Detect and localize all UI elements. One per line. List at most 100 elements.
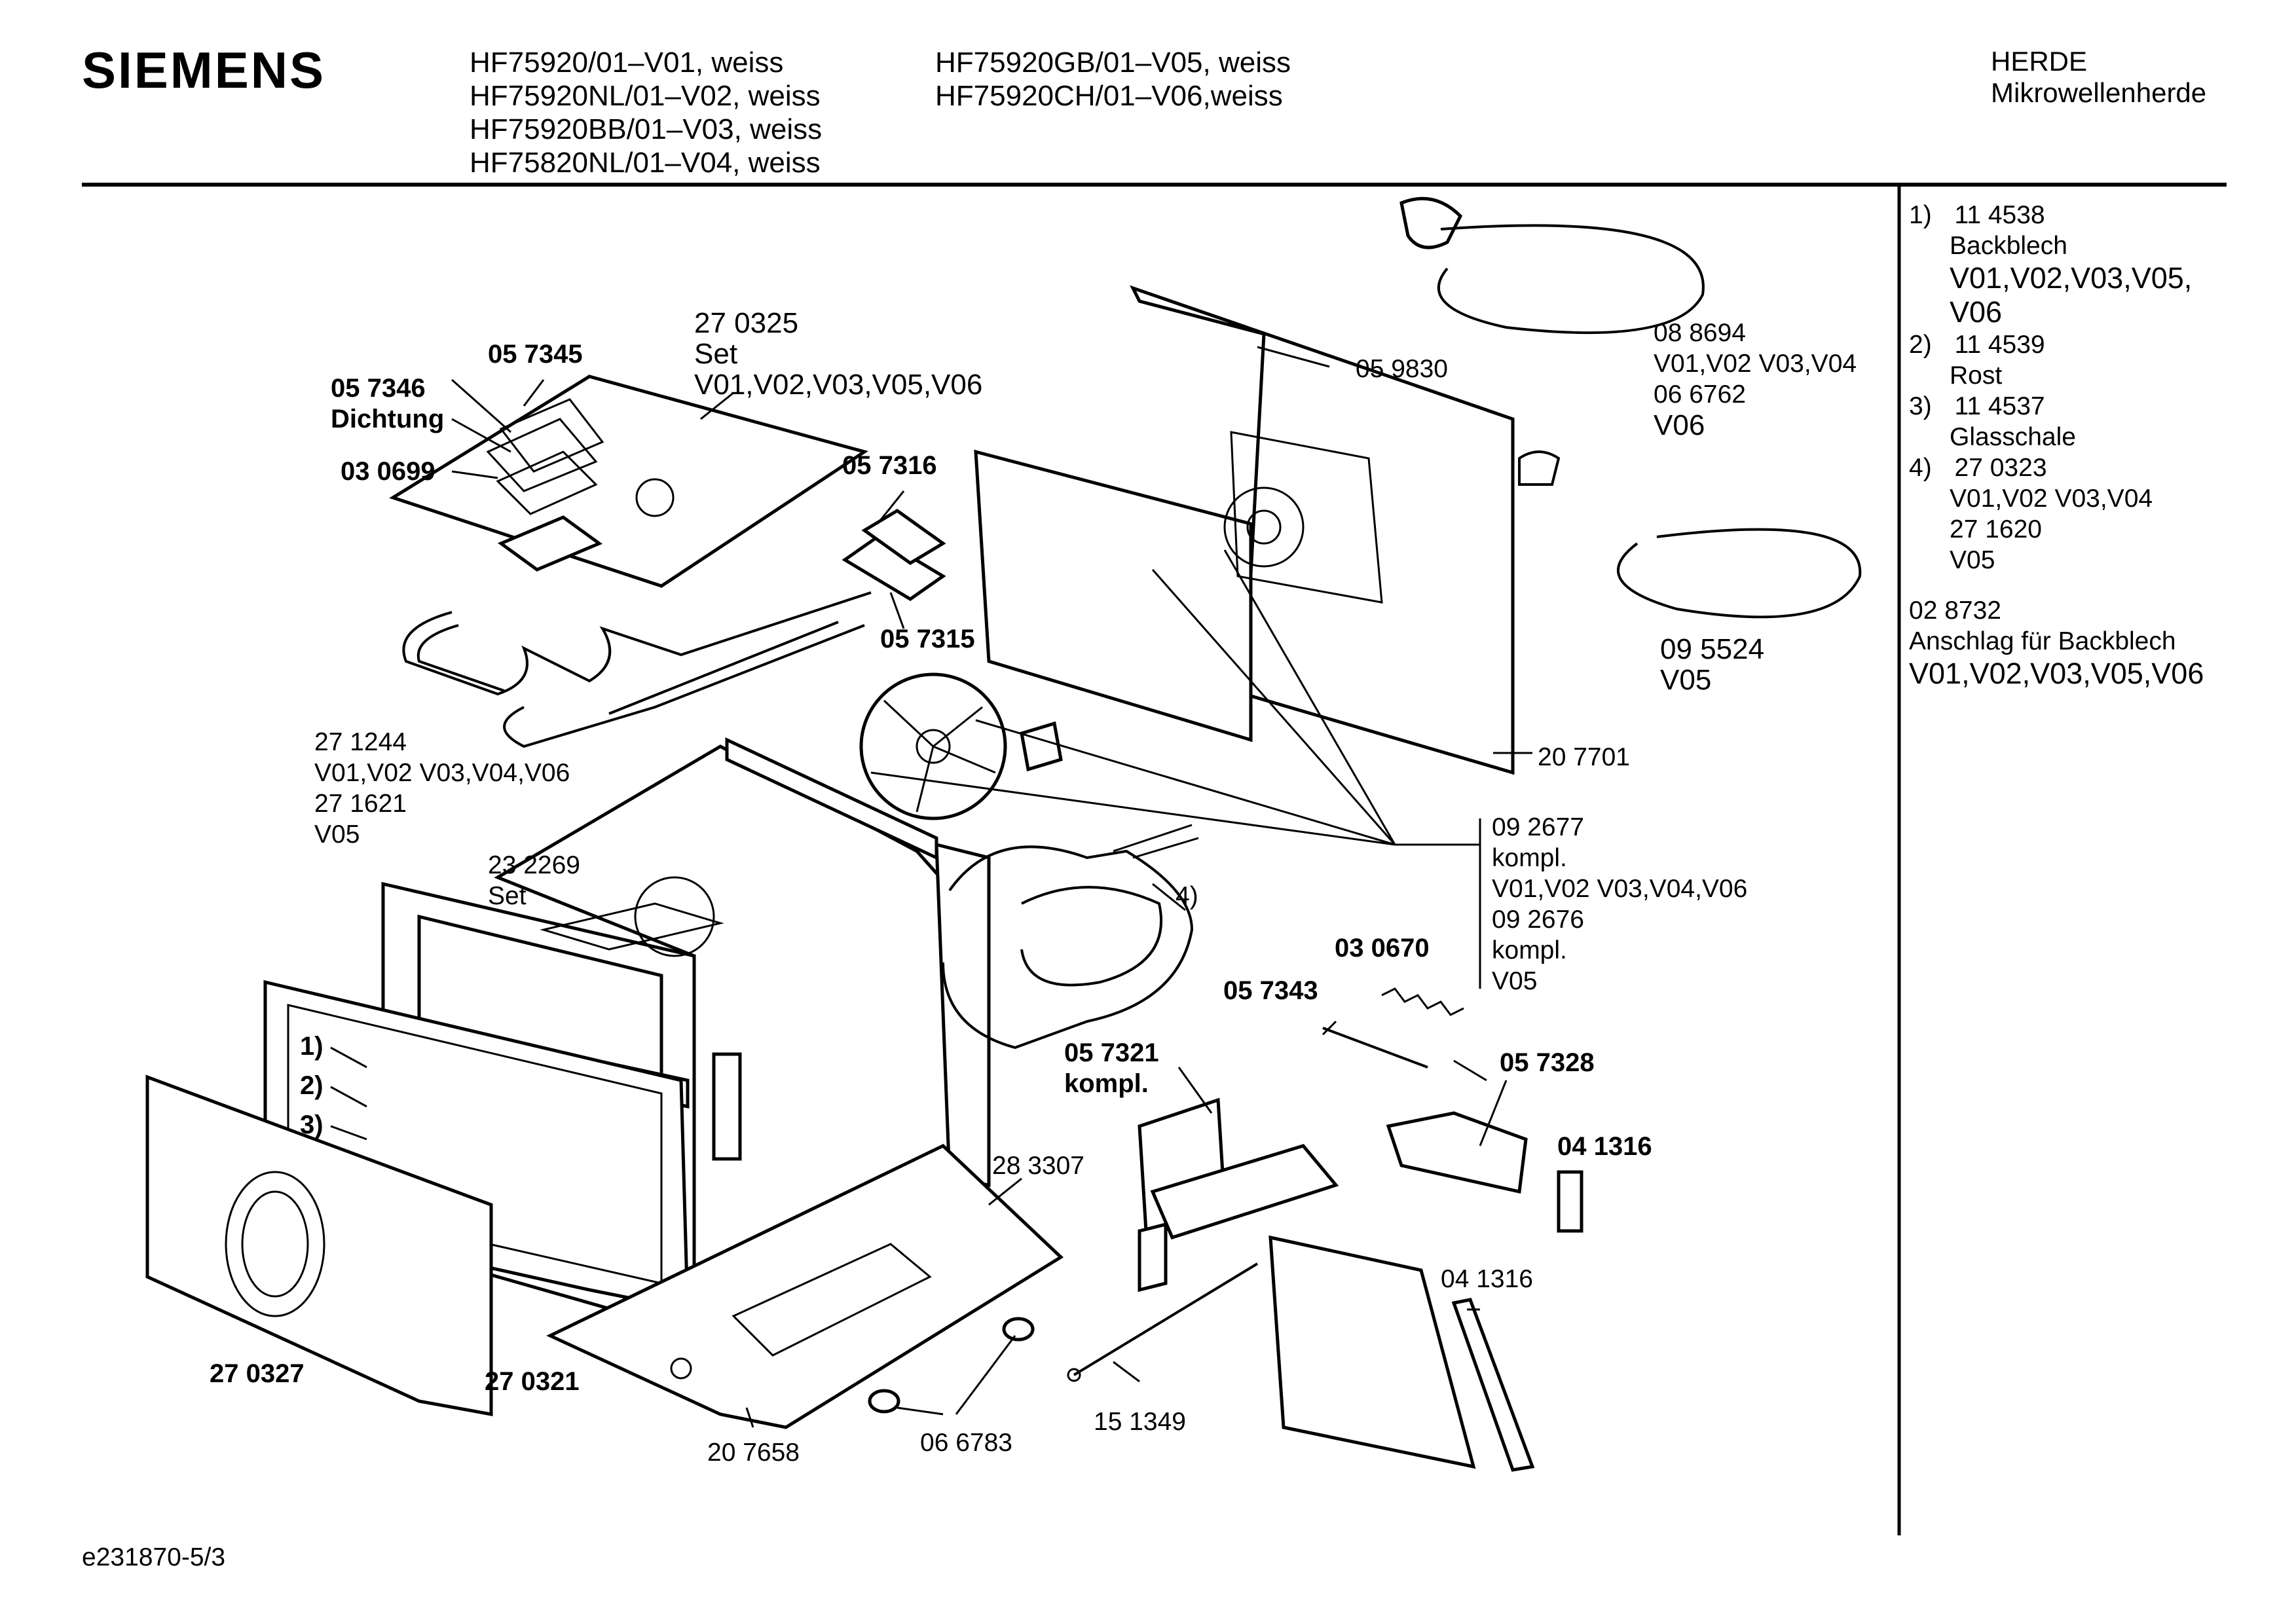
part-number: 09 5524 [1660, 633, 1765, 665]
label-041316-bold: 04 1316 [1557, 1132, 1652, 1161]
item-index: 2) [1909, 331, 1932, 359]
item-variants: V01,V02 V03,V04 [1950, 485, 2153, 513]
item-part-number: 11 4539 [1954, 331, 2045, 359]
part-number: 05 7346 [331, 374, 426, 403]
top-cover-part [389, 375, 868, 588]
label-088694: 08 8694 V01,V02 V03,V04 06 6762 V06 [1654, 318, 1857, 441]
label-207701: 20 7701 [1538, 743, 1630, 771]
part-number: 27 1244 [314, 728, 407, 756]
item-part-number: 11 4537 [1954, 392, 2045, 420]
label-057316: 05 7316 [842, 451, 937, 480]
fan-part [859, 672, 1063, 820]
side-item-1: 1) 11 4538 [1909, 200, 2204, 230]
item-name: Rost [1950, 361, 2003, 390]
convection-heater-part [942, 824, 1199, 1050]
label-059830: 05 9830 [1356, 355, 1448, 383]
cable-part [1617, 528, 1862, 619]
item-part-number: 27 0323 [1954, 454, 2047, 482]
part-number: 09 2677 [1492, 813, 1584, 841]
part-variants: V01,V02 V03,V04 [1654, 350, 1857, 378]
part-number: 08 8694 [1654, 319, 1746, 347]
label-271244: 27 1244 V01,V02 V03,V04,V06 27 1621 V05 [314, 727, 570, 850]
label-030699: 03 0699 [341, 457, 435, 486]
part-variants: V05 [314, 820, 360, 849]
part-number: 23 2269 [488, 851, 580, 879]
item-variants: V01,V02,V03,V05, [1950, 261, 2193, 295]
part-note: kompl. [1492, 936, 1567, 964]
part-note: Set [488, 882, 527, 910]
model-line: HF75920/01–V01, weiss [470, 46, 784, 79]
foot-part [868, 1317, 1035, 1414]
label-057345: 05 7345 [488, 340, 583, 369]
category-subtitle: Mikrowellenherde [1991, 77, 2207, 108]
label-095524: 09 5524 V05 [1660, 634, 1764, 695]
door-panel-part [145, 1074, 493, 1416]
item-variants: V06 [1950, 295, 2003, 329]
label-092677: 09 2677 kompl. V01,V02 V03,V04,V06 09 26… [1492, 812, 1747, 997]
model-line: HF75920CH/01–V06,weiss [935, 80, 1283, 112]
power-cord-part [1399, 196, 1705, 486]
item-variants: V05 [1950, 546, 1995, 574]
part-number: 09 2676 [1492, 906, 1584, 934]
model-list-col2: HF75920GB/01–V05, weiss HF75920CH/01–V06… [935, 46, 1291, 113]
category-block: HERDE Mikrowellenherde [1991, 46, 2206, 109]
rear-bracket-part [842, 509, 946, 601]
extra-part-variants: V01,V02,V03,V05,V06 [1909, 657, 2204, 690]
part-variants: V01,V02 V03,V04,V06 [1492, 875, 1748, 903]
part-variants: V05 [1492, 967, 1538, 995]
item-part-number: 27 1620 [1950, 515, 2042, 543]
label-ref4: 4) [1176, 882, 1198, 910]
model-line: HF75920GB/01–V05, weiss [935, 46, 1291, 79]
item-name: Glasschale [1950, 423, 2076, 451]
label-ref1: 1) [300, 1032, 324, 1061]
label-151349: 15 1349 [1094, 1408, 1186, 1436]
label-057321: 05 7321 kompl. [1064, 1038, 1159, 1099]
side-bracket-part [1268, 1235, 1535, 1472]
side-item-4: 4) 27 0323 [1909, 452, 2204, 483]
label-270321: 27 0321 [485, 1367, 580, 1396]
part-name: Dichtung [331, 405, 445, 433]
item-name: Backblech [1950, 232, 2067, 260]
label-232269: 23 2269 Set [488, 850, 580, 911]
item-index: 1) [1909, 201, 1932, 229]
item-index: 4) [1909, 454, 1932, 482]
brand-logo: SIEMENS [82, 41, 326, 99]
label-057346: 05 7346 Dichtung [331, 373, 444, 435]
model-list-col1: HF75920/01–V01, weiss HF75920NL/01–V02, … [470, 46, 822, 179]
label-057315: 05 7315 [880, 625, 975, 653]
wire-part [1067, 1262, 1259, 1382]
rod-part [1322, 1027, 1428, 1069]
block-part [1557, 1170, 1583, 1233]
label-ref3: 3) [300, 1110, 324, 1139]
back-plate-part [974, 285, 1515, 775]
item-index: 3) [1909, 392, 1932, 420]
side-list: 1) 11 4538 Backblech V01,V02,V03,V05, V0… [1909, 200, 2204, 691]
part-variants: V01,V02 V03,V04,V06 [314, 759, 570, 787]
latch-part [1386, 1111, 1528, 1194]
label-270327: 27 0327 [210, 1359, 305, 1388]
spring-part [1381, 987, 1464, 1016]
part-number: 27 0325 [694, 307, 799, 339]
part-number: 05 7321 [1064, 1038, 1159, 1067]
extra-part-number: 02 8732 [1909, 596, 2001, 625]
label-ref2: 2) [300, 1071, 324, 1100]
part-variants: V01,V02,V03,V05,V06 [694, 369, 983, 401]
item-part-number: 11 4538 [1954, 201, 2045, 229]
model-line: HF75820NL/01–V04, weiss [470, 147, 821, 179]
label-057343: 05 7343 [1223, 976, 1318, 1005]
switch-assembly-part [1138, 1097, 1339, 1292]
part-variants: V06 [1654, 409, 1705, 441]
extra-part-name: Anschlag für Backblech [1909, 627, 2176, 655]
part-number: 27 1621 [314, 790, 407, 818]
category-title: HERDE [1991, 46, 2088, 77]
part-note: kompl. [1064, 1069, 1149, 1098]
document-id: e231870-5/3 [82, 1543, 226, 1571]
part-variants: V05 [1660, 664, 1712, 696]
model-line: HF75920NL/01–V02, weiss [470, 80, 821, 112]
part-note: Set [694, 338, 738, 370]
base-plate-part [546, 1143, 1064, 1429]
label-057328: 05 7328 [1500, 1048, 1595, 1077]
label-066783: 06 6783 [920, 1429, 1012, 1457]
side-item-3: 3) 11 4537 [1909, 391, 2204, 422]
